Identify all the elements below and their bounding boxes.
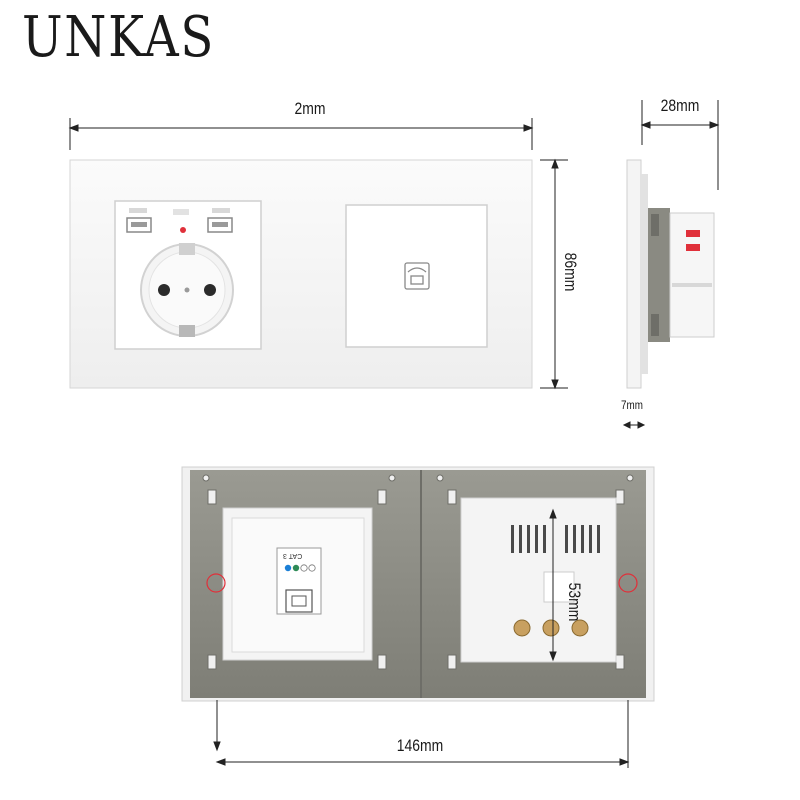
dim-label-width-back: 146mm (396, 736, 444, 755)
dim-label-height: 86mm (561, 252, 580, 292)
dim-label-depth: 28mm (660, 96, 700, 115)
socket-back-module (460, 497, 638, 663)
module-label: CAT 3 (283, 552, 303, 559)
dimension-line-width-front (68, 118, 534, 150)
dimension-line-width-back (213, 700, 630, 768)
usb-port-icon (126, 208, 233, 233)
side-view (626, 159, 715, 389)
telephone-module (345, 204, 488, 348)
rj-jack-icon (285, 589, 313, 613)
dim-label-width-front: 2mm (294, 99, 326, 118)
schuko-socket-icon (114, 200, 262, 350)
dimension-line-height (540, 158, 568, 390)
led-indicator (180, 227, 186, 233)
dimension-line-depth (640, 100, 720, 190)
indicator-red (686, 230, 700, 237)
cat3-module (206, 507, 373, 661)
back-view (181, 466, 655, 702)
dimension-line-mount (549, 508, 557, 662)
dim-label-mount: 53mm (565, 582, 584, 622)
telephone-icon (404, 262, 430, 290)
brand-logo: UNKAS (22, 5, 216, 70)
dim-label-glass: 7mm (621, 398, 643, 412)
dimension-line-glass (622, 421, 646, 429)
